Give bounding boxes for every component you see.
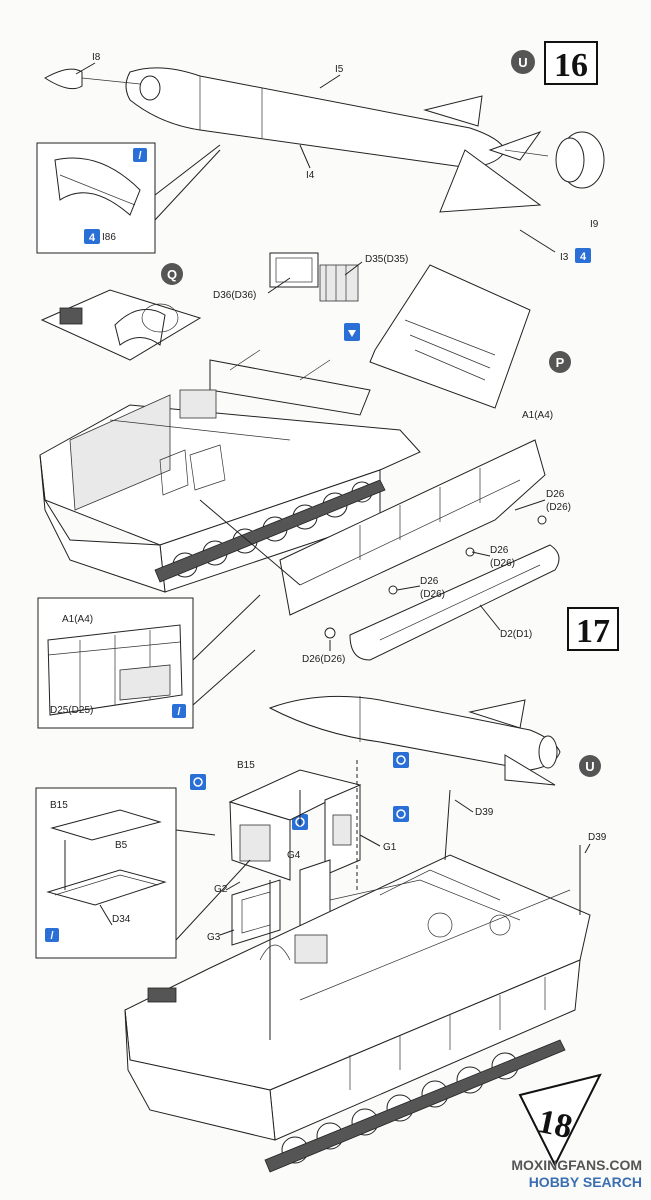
side-panel-a1 — [279, 439, 560, 661]
label-d35: D35(D35) — [365, 254, 408, 265]
label-d34: D34 — [112, 914, 131, 925]
label-g1: G1 — [383, 842, 397, 853]
label-d39b: D39 — [588, 832, 607, 843]
step-18-marker: 18 — [518, 1073, 602, 1168]
step-16-marker: U 16 — [511, 41, 598, 85]
vehicle-step16 — [39, 349, 421, 593]
svg-text:Q: Q — [167, 267, 177, 282]
svg-text:(D26): (D26) — [546, 502, 571, 513]
vehicle-step17 — [124, 789, 591, 1173]
label-g3: G3 — [207, 932, 221, 943]
inset-fin-detail: / 4 I86 — [36, 142, 221, 254]
label-i5: I5 — [335, 64, 344, 75]
panel-p: P — [369, 264, 571, 409]
fragile-decal-icon — [344, 323, 360, 341]
label-d2: D2(D1) — [500, 629, 532, 640]
svg-text:(D26): (D26) — [490, 558, 515, 569]
label-d39a: D39 — [475, 807, 494, 818]
label-g2: G2 — [214, 884, 228, 895]
missile-drawing-bottom: U — [268, 695, 601, 786]
label-d36: D36(D36) — [213, 290, 256, 301]
hatch-panels — [269, 252, 359, 302]
marker-u-bottom: U — [585, 759, 594, 774]
label-d26d: D26(D26) — [302, 654, 345, 665]
label-d25: D25(D25) — [50, 705, 93, 716]
label-b5: B5 — [115, 840, 128, 851]
inset-b15-detail: / — [35, 787, 251, 959]
watermark-line1: MOXINGFANS.COM — [511, 1157, 642, 1173]
label-b15: B15 — [237, 760, 255, 771]
watermark: MOXINGFANS.COM HOBBY SEARCH — [511, 1157, 642, 1190]
inset-a1-detail: / — [37, 594, 261, 729]
label-d26b: D26 — [490, 545, 509, 556]
svg-text:/: / — [177, 706, 180, 718]
cabin-parts — [228, 760, 362, 946]
svg-text:(D26): (D26) — [420, 589, 445, 600]
quantity-badge-i3: 4 — [575, 248, 591, 263]
module-q: Q — [40, 263, 202, 361]
step-17-marker: 17 — [567, 607, 619, 651]
svg-text:/: / — [50, 930, 53, 942]
label-i8: I8 — [92, 52, 101, 63]
step-number-18: 18 — [535, 1103, 576, 1146]
label-d26c: D26 — [420, 576, 439, 587]
step-number-17: 17 — [576, 613, 610, 650]
step-number-16: 16 — [554, 47, 588, 84]
label-a1: A1(A4) — [522, 410, 553, 421]
label-i86: I86 — [102, 232, 116, 243]
label-d26a: D26 — [546, 489, 565, 500]
missile-drawing-top — [44, 67, 605, 213]
label-i4: I4 — [306, 170, 315, 181]
watermark-line2: HOBBY SEARCH — [529, 1174, 642, 1190]
svg-text:4: 4 — [89, 232, 96, 244]
svg-text:P: P — [556, 355, 565, 370]
marker-u-top: U — [518, 55, 527, 70]
svg-text:/: / — [138, 150, 141, 162]
label-i3: I3 — [560, 252, 569, 263]
label-b15-inset: B15 — [50, 800, 68, 811]
label-i9: I9 — [590, 219, 599, 230]
svg-text:4: 4 — [580, 251, 587, 263]
label-g4: G4 — [287, 850, 301, 861]
label-a1-inset: A1(A4) — [62, 614, 93, 625]
